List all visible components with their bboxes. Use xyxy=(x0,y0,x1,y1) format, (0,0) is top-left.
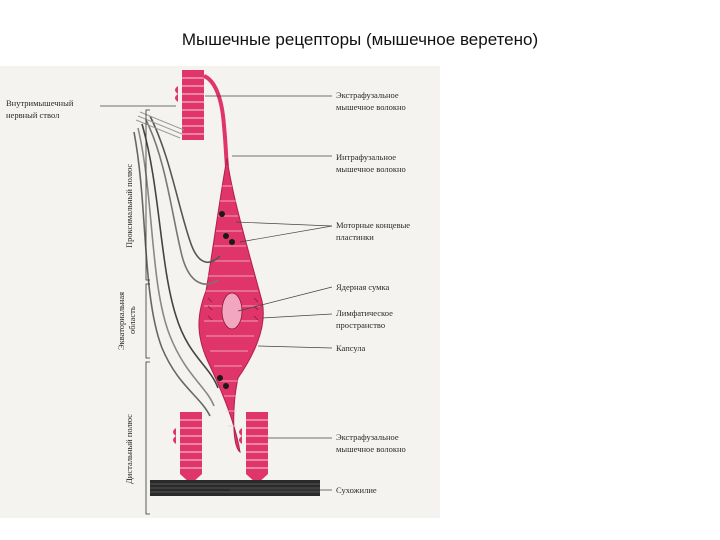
label-nuclear-bag: Ядерная сумка xyxy=(336,282,390,292)
label-distal-pole: Дистальный полюс xyxy=(124,414,134,484)
label-lymph-space-line1: Лимфатическое xyxy=(336,308,393,318)
label-intrafusal-line1: Интрафузальное xyxy=(336,152,396,162)
extrafusal-fiber-bottom-left xyxy=(173,412,202,484)
muscle-spindle-figure: Внутримышечный нервный ствол Проксимальн… xyxy=(0,66,440,518)
intrafusal-strand-top xyxy=(204,76,227,166)
label-nerve-trunk-line1: Внутримышечный xyxy=(6,98,74,108)
extrafusal-fiber-top xyxy=(175,70,204,140)
label-equatorial-line2: область xyxy=(127,306,137,334)
label-extrafusal-bottom-line1: Экстрафузальное xyxy=(336,432,399,442)
spindle-capsule xyxy=(199,158,263,452)
label-extrafusal-bottom-line2: мышечное волокно xyxy=(336,444,406,454)
muscle-spindle-diagram: Внутримышечный нервный ствол Проксимальн… xyxy=(0,66,440,518)
label-intrafusal-line2: мышечное волокно xyxy=(336,164,406,174)
nerve-trunk xyxy=(134,112,220,416)
label-capsule: Капсула xyxy=(336,343,366,353)
label-tendon: Сухожилие xyxy=(336,485,377,495)
label-motor-plates-line1: Моторные концевые xyxy=(336,220,410,230)
label-extrafusal-top-line2: мышечное волокно xyxy=(336,102,406,112)
label-extrafusal-top-line1: Экстрафузальное xyxy=(336,90,399,100)
slide-title: Мышечные рецепторы (мышечное веретено) xyxy=(0,30,720,50)
tendon xyxy=(150,480,320,496)
label-equatorial-line1: Экваториальная xyxy=(116,292,126,350)
label-nerve-trunk-line2: нервный ствол xyxy=(6,110,60,120)
label-motor-plates-line2: пластинки xyxy=(336,232,374,242)
label-lymph-space-line2: пространство xyxy=(336,320,385,330)
pole-brackets xyxy=(146,110,150,514)
label-proximal-pole: Проксимальный полюс xyxy=(124,164,134,248)
extrafusal-fiber-bottom-right xyxy=(239,412,268,484)
